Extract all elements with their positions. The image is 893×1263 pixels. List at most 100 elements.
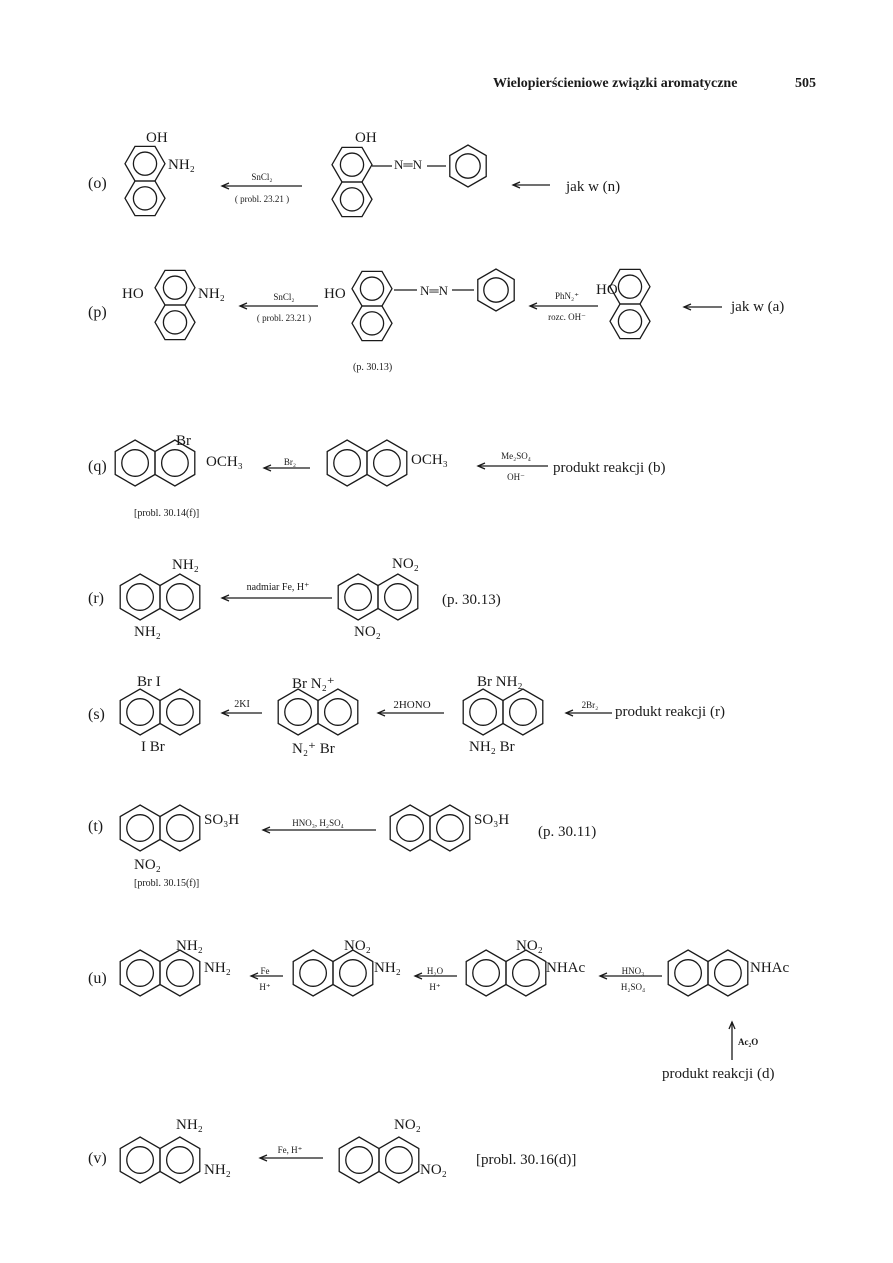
q-reagent-me2so4: Me₂SO₄ bbox=[501, 451, 531, 461]
r-arrow-head bbox=[220, 594, 230, 602]
t-product-naphthalene-right-aromatic-circle bbox=[165, 814, 194, 842]
s-m3-top: Br NH₂ bbox=[477, 674, 523, 690]
r-product-naphthalene-right-aromatic-circle bbox=[165, 583, 194, 611]
u-m2-no2-top: NO₂ bbox=[344, 938, 371, 954]
u-reagent-fe: Fe bbox=[260, 966, 270, 976]
o-product-naphthalene-bottom-ring bbox=[124, 180, 166, 217]
p-phenyl-ring bbox=[477, 268, 515, 312]
p-arrow-1-head bbox=[238, 302, 248, 310]
s-m1-bottom: I Br bbox=[141, 739, 165, 755]
t-product-naphthalene-right-ring bbox=[159, 804, 201, 852]
q-reagent-br2: Br₂ bbox=[283, 457, 297, 467]
s-m3-bottom: NH₂ Br bbox=[469, 739, 515, 755]
o-phenyl-aromatic-circle bbox=[455, 153, 481, 179]
t-arrow-head bbox=[261, 826, 271, 834]
p-azo-naphthalene-bottom-ring bbox=[351, 305, 393, 342]
v-reactant-naphthalene-right-aromatic-circle bbox=[384, 1146, 413, 1174]
r-product-naphthalene-right-ring bbox=[159, 573, 201, 621]
q-product-br: Br bbox=[176, 433, 191, 449]
p-arrow-2-head bbox=[528, 302, 538, 310]
r-reactant-naphthalene-right-aromatic-circle bbox=[383, 583, 412, 611]
row-label-s: (s) bbox=[88, 706, 105, 723]
s-m2-top: Br N₂⁺ bbox=[292, 676, 335, 692]
p-azo-naphthalene-bottom-aromatic-circle bbox=[359, 311, 385, 336]
o-azo-naphthalene-bottom-ring bbox=[331, 181, 373, 218]
t-product-so3h: SO₃H bbox=[204, 812, 240, 828]
o-azo-group: N═N bbox=[394, 157, 422, 172]
row-label-u: (u) bbox=[88, 970, 107, 987]
u-m3-no2-top: NO₂ bbox=[516, 938, 543, 954]
o-product-oh: OH bbox=[146, 130, 168, 146]
s-m2-bottom: N₂⁺ Br bbox=[292, 741, 335, 757]
q-reactant-naphthalene-right-ring bbox=[366, 439, 408, 487]
u-arrow-up-head bbox=[728, 1020, 736, 1030]
p-azo-ho: HO bbox=[324, 286, 346, 302]
o-azo-oh: OH bbox=[355, 130, 377, 146]
u-m2-nh2-side: NH₂ bbox=[374, 960, 401, 976]
p-naphthol-top-aromatic-circle bbox=[617, 274, 643, 299]
u-reagent-hno3: HNO₃ bbox=[621, 966, 645, 976]
s-arrow-1-head bbox=[220, 709, 230, 717]
u-m2-naphthalene-left-aromatic-circle bbox=[299, 959, 328, 987]
p-source: jak w (a) bbox=[731, 299, 785, 315]
u-m1-naphthalene-right-aromatic-circle bbox=[165, 959, 194, 987]
t-reactant-so3h: SO₃H bbox=[474, 812, 510, 828]
u-m1-naphthalene-left-aromatic-circle bbox=[126, 959, 155, 987]
q-ref: [probl. 30.14(f)] bbox=[134, 508, 200, 519]
t-ref2: (p. 30.11) bbox=[538, 824, 597, 840]
p-reagent-phn2: PhN₂⁺ bbox=[555, 291, 579, 301]
s-m1-top: Br I bbox=[137, 674, 161, 690]
v-product-naphthalene-right-aromatic-circle bbox=[165, 1146, 194, 1174]
u-m4-naphthalene-left-aromatic-circle bbox=[674, 959, 703, 987]
q-product-och3: OCH₃ bbox=[206, 454, 243, 470]
p-naphthol-bottom-ring bbox=[609, 303, 651, 340]
t-product-no2: NO₂ bbox=[134, 857, 161, 873]
s-m2-naphthalene-left-aromatic-circle bbox=[284, 698, 313, 726]
row-label-p: (p) bbox=[88, 304, 107, 321]
v-product-naphthalene-left-aromatic-circle bbox=[126, 1146, 155, 1174]
s-m1-naphthalene-right-aromatic-circle bbox=[165, 698, 194, 726]
s-m1-naphthalene-left-aromatic-circle bbox=[126, 698, 155, 726]
p-product-ho: HO bbox=[122, 286, 144, 302]
p-azo-group: N═N bbox=[420, 283, 448, 298]
s-m3-naphthalene-right-ring bbox=[502, 688, 544, 736]
s-m2-naphthalene-right-ring bbox=[317, 688, 359, 736]
s-source: produkt reakcji (r) bbox=[615, 704, 725, 720]
u-reagent-ac2o: Ac₂O bbox=[738, 1037, 759, 1047]
o-product-naphthalene-top-aromatic-circle bbox=[132, 151, 158, 176]
v-reactant-no2-top: NO₂ bbox=[394, 1117, 421, 1133]
o-azo-naphthalene-top-aromatic-circle bbox=[339, 152, 365, 177]
r-ref: (p. 30.13) bbox=[442, 592, 501, 608]
v-reactant-naphthalene-right-ring bbox=[378, 1136, 420, 1184]
o-product-nh2: NH₂ bbox=[168, 157, 195, 173]
s-m3-naphthalene-right-aromatic-circle bbox=[508, 698, 537, 726]
v-reactant-naphthalene-left-aromatic-circle bbox=[345, 1146, 374, 1174]
u-m3-naphthalene-right-aromatic-circle bbox=[511, 959, 540, 987]
r-reactant-no2-top: NO₂ bbox=[392, 556, 419, 572]
q-product-naphthalene-left-aromatic-circle bbox=[121, 449, 150, 477]
row-label-o: (o) bbox=[88, 175, 107, 192]
u-m1-nh2-top: NH₂ bbox=[176, 938, 203, 954]
t-product-naphthalene-left-aromatic-circle bbox=[126, 814, 155, 842]
r-product-naphthalene-left-aromatic-circle bbox=[126, 583, 155, 611]
o-arrow-head bbox=[220, 182, 230, 190]
row-label-r: (r) bbox=[88, 590, 104, 607]
v-arrow-head bbox=[258, 1154, 268, 1162]
p-product-naphthalene-bottom-aromatic-circle bbox=[162, 310, 188, 335]
u-m3-nhac-side: NHAc bbox=[546, 960, 586, 976]
o-azo-naphthalene-bottom-aromatic-circle bbox=[339, 187, 365, 212]
u-m2-naphthalene-right-aromatic-circle bbox=[338, 959, 367, 987]
p-reagent-sncl2: SnCl₂ bbox=[273, 292, 295, 302]
t-reagent-hno3: HNO₃, H₂SO₄ bbox=[292, 818, 344, 828]
q-reactant-naphthalene-left-aromatic-circle bbox=[333, 449, 362, 477]
p-naphthol-ho: HO bbox=[596, 282, 618, 298]
p-product-naphthalene-top-aromatic-circle bbox=[162, 275, 188, 300]
s-m2-naphthalene-right-aromatic-circle bbox=[323, 698, 352, 726]
s-arrow-3-head bbox=[564, 709, 574, 717]
v-reactant-no2-side: NO₂ bbox=[420, 1162, 447, 1178]
row-label-v: (v) bbox=[88, 1150, 107, 1167]
q-arrow-1-head bbox=[262, 464, 272, 472]
u-m2-naphthalene-right-ring bbox=[332, 949, 374, 997]
